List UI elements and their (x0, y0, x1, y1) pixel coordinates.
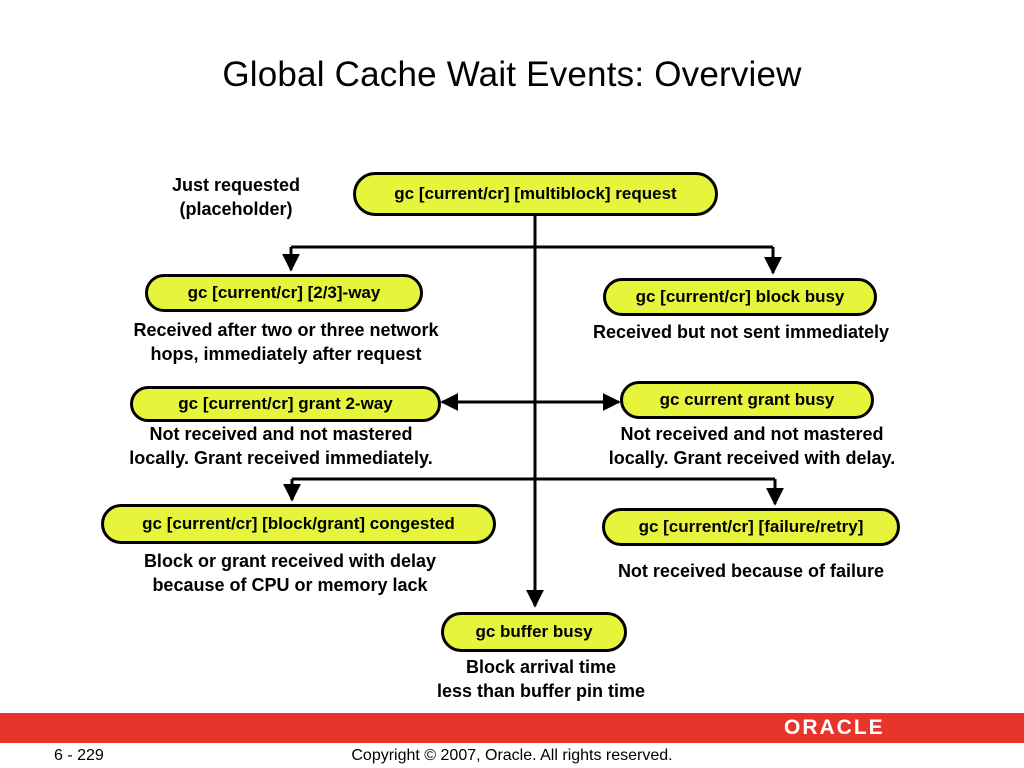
node-grant-2-way: gc [current/cr] grant 2-way (130, 386, 441, 422)
node-congested: gc [current/cr] [block/grant] congested (101, 504, 496, 544)
desc-congested: Block or grant received with delay becau… (143, 551, 437, 595)
desc-current-grant-busy: Not received and not mastered locally. G… (608, 424, 896, 468)
node-2-3-way: gc [current/cr] [2/3]-way (145, 274, 423, 312)
node-multiblock-request: gc [current/cr] [multiblock] request (353, 172, 718, 216)
desc-block-busy: Received but not sent immediately (592, 322, 890, 342)
copyright-notice: Copyright © 2007, Oracle. All rights res… (351, 747, 673, 764)
desc-buffer-busy: Block arrival time less than buffer pin … (436, 657, 646, 701)
node-block-busy: gc [current/cr] block busy (603, 278, 877, 316)
desc-2-3-way: Received after two or three network hops… (133, 320, 439, 364)
oracle-logo: ORACLE (784, 716, 885, 739)
desc-failure-retry: Not received because of failure (617, 561, 885, 581)
desc-grant-2-way: Not received and not mastered locally. G… (129, 424, 433, 468)
node-failure-retry: gc [current/cr] [failure/retry] (602, 508, 900, 546)
footer-bar (0, 713, 1024, 743)
page-number: 6 - 229 (54, 747, 104, 764)
slide-title: Global Cache Wait Events: Overview (222, 55, 802, 94)
node-buffer-busy: gc buffer busy (441, 612, 627, 652)
node-current-grant-busy: gc current grant busy (620, 381, 874, 419)
desc-just-requested: Just requested (placeholder) (171, 175, 301, 219)
